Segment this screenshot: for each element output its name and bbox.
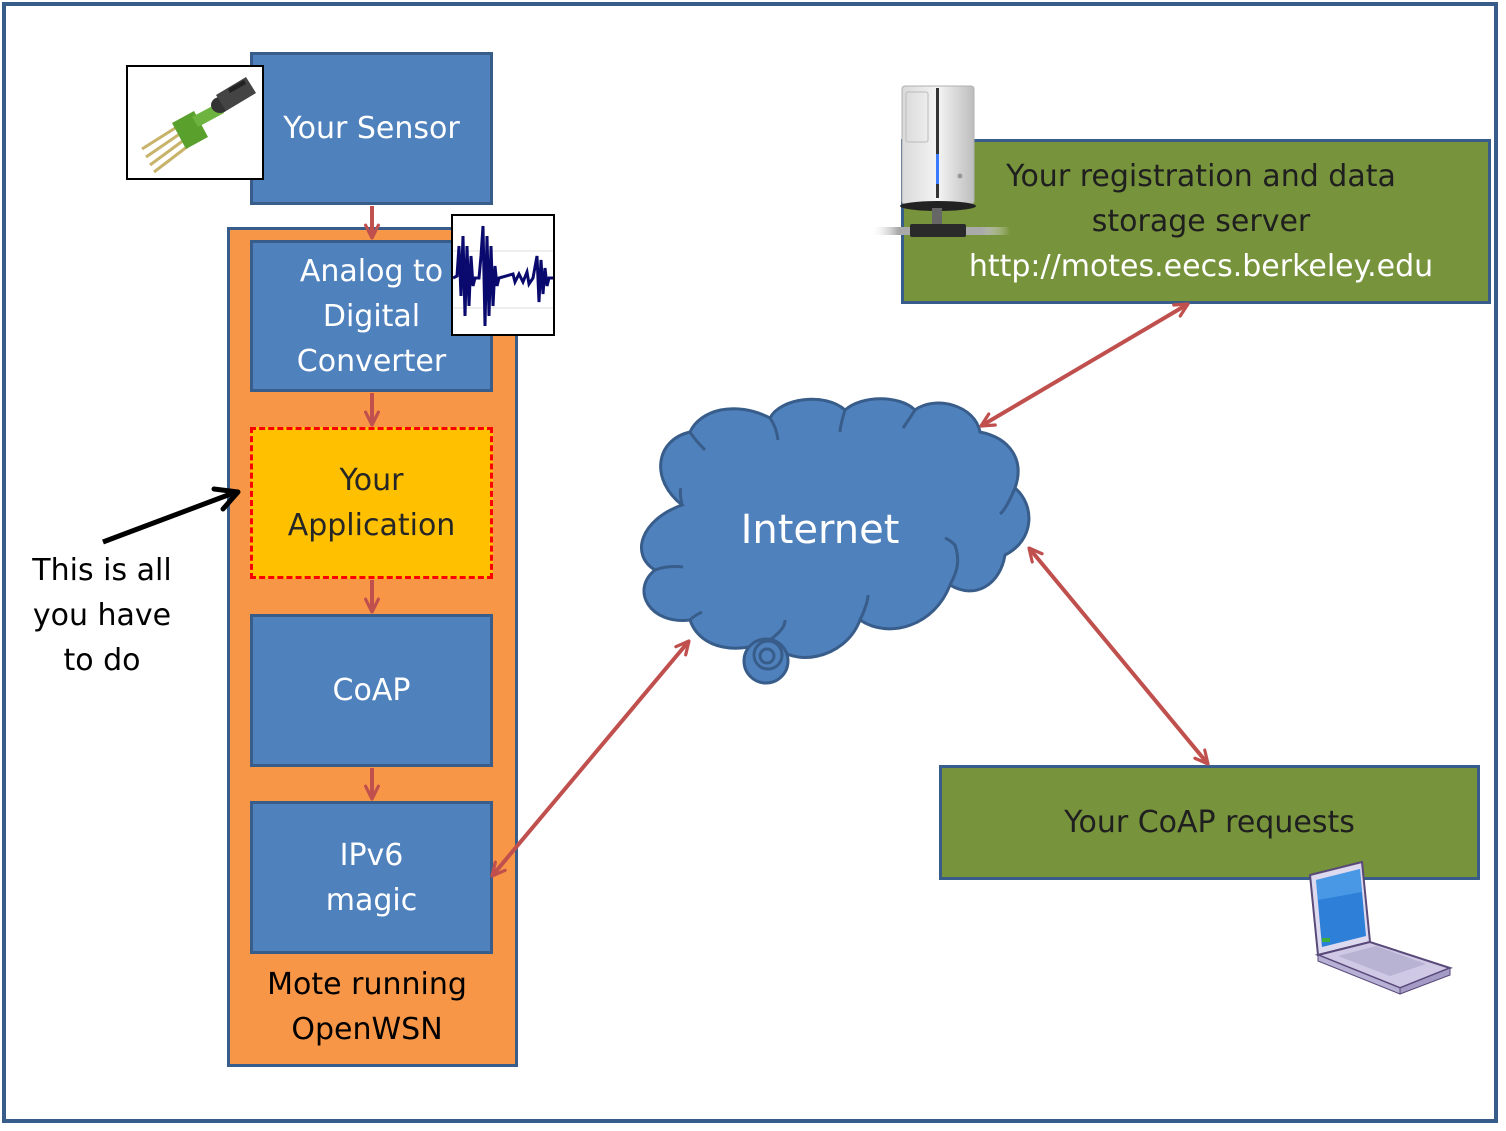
adc-label-line1: Analog to	[299, 253, 444, 289]
ipv6-label-line1: IPv6	[339, 837, 404, 873]
server-tower-icon	[870, 84, 1010, 244]
ipv6-label-line2: magic	[325, 882, 418, 918]
internet-label: Internet	[740, 507, 900, 553]
coap-requests-box: Your CoAP requests	[939, 765, 1480, 880]
mote-label-line2: OpenWSN	[291, 1012, 443, 1047]
annotation-line3: to do	[63, 643, 141, 678]
ipv6-box: IPv6 magic	[250, 801, 493, 954]
coap-requests-label: Your CoAP requests	[1064, 805, 1355, 840]
annotation-line2: you have	[32, 598, 172, 633]
mote-label: Mote running OpenWSN	[230, 962, 504, 1052]
audio-waveform-icon	[451, 214, 555, 336]
arrow-internet-coap-requests	[1027, 546, 1210, 766]
application-box: Your Application	[250, 427, 493, 579]
application-label-line1: Your	[339, 463, 404, 498]
laptop-icon	[1300, 860, 1460, 995]
sensor-box: Your Sensor	[250, 52, 493, 205]
server-label-line1: Your registration and data	[1006, 159, 1396, 194]
adc-label-line3: Converter	[296, 343, 447, 379]
internet-cloud	[639, 397, 1031, 685]
server-url: http://motes.eecs.berkeley.edu	[968, 249, 1434, 284]
arrow-internet-server	[979, 302, 1190, 428]
sensor-label: Your Sensor	[283, 111, 460, 146]
annotation-arrow	[102, 489, 237, 545]
application-label-line2: Application	[287, 508, 456, 543]
adc-label-line2: Digital	[322, 298, 421, 334]
coap-box: CoAP	[250, 614, 493, 767]
server-label-line2: storage server	[1091, 204, 1311, 239]
coap-label: CoAP	[332, 673, 411, 708]
arrow-ipv6-internet	[490, 639, 691, 878]
mote-label-line1: Mote running	[267, 967, 467, 1002]
annotation-text: This is all you have to do	[22, 548, 182, 683]
sensor-chip-icon	[126, 65, 264, 180]
annotation-line1: This is all	[32, 553, 172, 588]
server-box: Your registration and data storage serve…	[901, 139, 1491, 304]
